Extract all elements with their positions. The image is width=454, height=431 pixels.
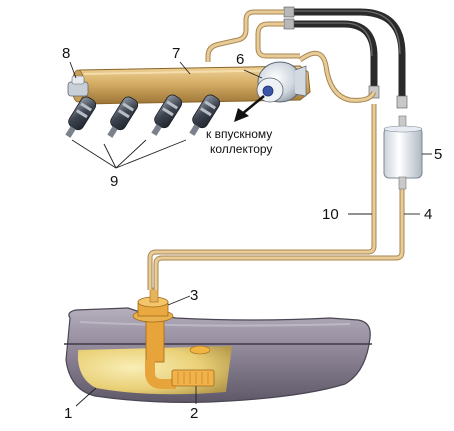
- callout-7: 7: [172, 45, 180, 62]
- injector-4: [189, 94, 221, 136]
- intake-manifold-label-line1: к впускному: [206, 127, 272, 141]
- leader-lines: [69, 61, 432, 407]
- callout-4: 4: [424, 206, 432, 223]
- callout-1: 1: [64, 405, 72, 422]
- rail-tubes: [205, 9, 377, 103]
- intake-manifold-label-line2: коллектору: [210, 142, 272, 156]
- callout-3: 3: [190, 287, 198, 304]
- fuel-pump-module: [132, 287, 211, 389]
- callout-8: 8: [62, 45, 70, 62]
- callout-9: 9: [110, 173, 118, 190]
- pressure-hose: [292, 8, 406, 98]
- return-line: [147, 104, 377, 290]
- injector-1: [65, 96, 97, 138]
- callout-2: 2: [190, 405, 198, 422]
- fuel-strainer: [171, 369, 215, 387]
- return-hose: [292, 20, 378, 88]
- injectors: [65, 94, 221, 138]
- down-left-arrow-icon: [234, 95, 265, 122]
- supply-line: [153, 186, 405, 290]
- injector-3: [151, 94, 183, 136]
- callout-6: 6: [236, 51, 244, 68]
- rail-test-fitting: [67, 75, 89, 97]
- callout-5: 5: [434, 146, 442, 163]
- injector-2: [107, 96, 139, 138]
- fuel-filter: [383, 115, 423, 190]
- callout-10: 10: [322, 206, 339, 223]
